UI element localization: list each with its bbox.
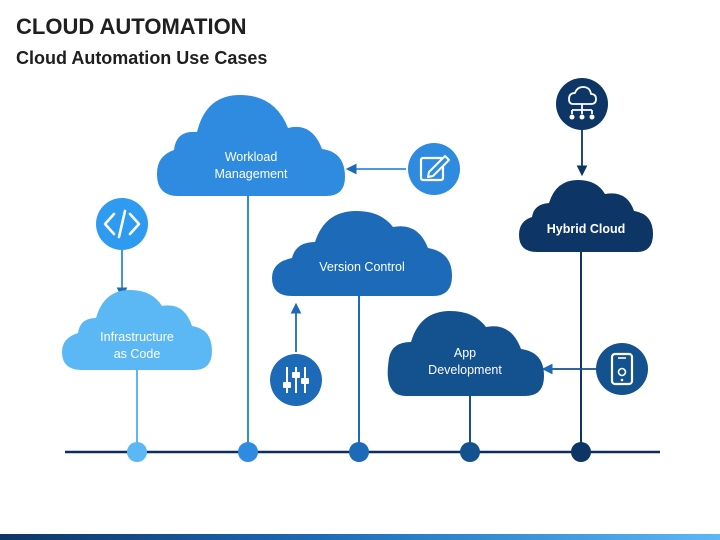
- cloud-label: Version Control: [319, 260, 404, 274]
- edit-icon: [408, 143, 460, 195]
- cloud-label: as Code: [114, 347, 161, 361]
- cloud-label: Hybrid Cloud: [547, 222, 625, 236]
- cloud-app-development: App Development: [387, 311, 544, 396]
- bottom-accent-strip: [0, 534, 720, 540]
- cloud-label: Workload: [225, 150, 278, 164]
- code-icon: [96, 198, 148, 250]
- timeline-node: [571, 442, 591, 462]
- cloud-label: App: [454, 346, 476, 360]
- cloud-label: Infrastructure: [100, 330, 174, 344]
- page-subtitle: Cloud Automation Use Cases: [16, 48, 268, 68]
- cloud-workload-management: Workload Management: [156, 95, 345, 196]
- sliders-icon: [270, 354, 322, 406]
- cloud-infrastructure-as-code: Infrastructure as Code: [62, 290, 212, 370]
- timeline-node: [127, 442, 147, 462]
- timeline-node: [460, 442, 480, 462]
- cloud-version-control: Version Control: [272, 211, 452, 296]
- timeline-node: [349, 442, 369, 462]
- tablet-icon: [596, 343, 648, 395]
- cloud-network-icon: [556, 78, 608, 130]
- cloud-label: Development: [428, 363, 502, 377]
- cloud-label: Management: [215, 167, 288, 181]
- page-title: CLOUD AUTOMATION: [16, 14, 247, 39]
- cloud-hybrid-cloud: Hybrid Cloud: [519, 180, 653, 252]
- timeline-node: [238, 442, 258, 462]
